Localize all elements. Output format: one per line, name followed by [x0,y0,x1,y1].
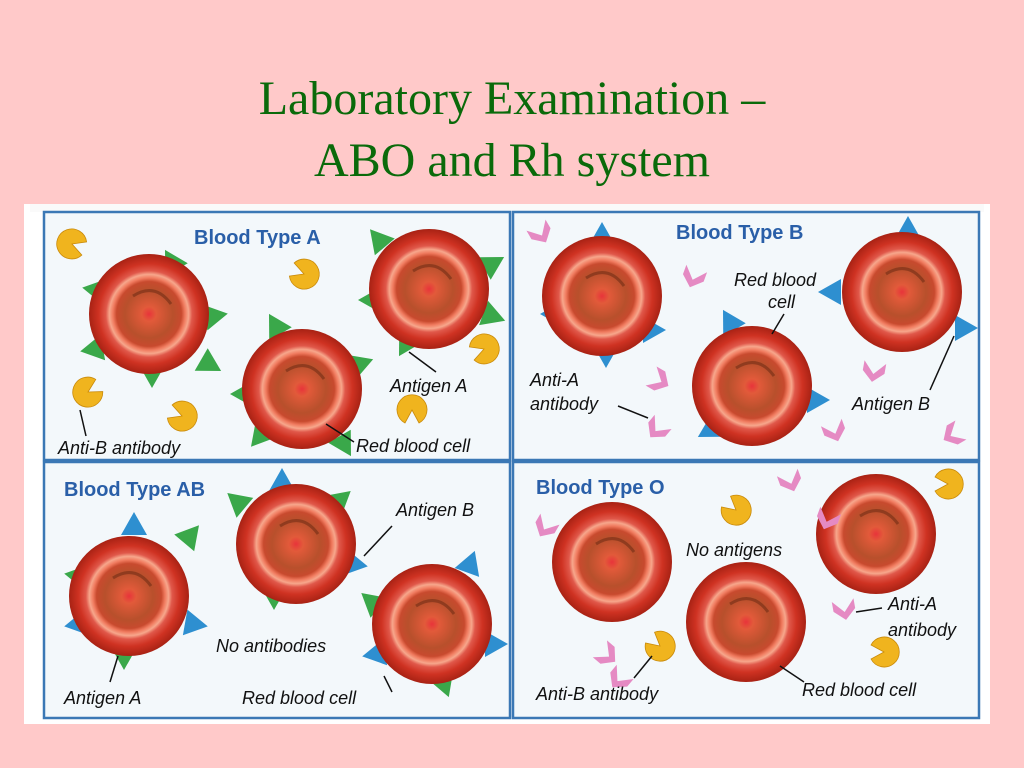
red-blood-cell [684,560,808,684]
panel-b-content: Blood Type B Red blood cell [526,216,978,450]
red-blood-cell [690,324,814,448]
label-no-antigens: No antigens [686,540,782,560]
red-blood-cell [840,230,964,354]
red-blood-cell [814,472,938,596]
panel-a-title: Blood Type A [194,227,321,249]
label-anti-a-o: Anti-A [887,594,937,614]
red-blood-cell [87,252,211,376]
panel-b-title: Blood Type B [676,222,803,244]
panel-ab-title: Blood Type AB [64,479,205,501]
red-blood-cell [550,500,674,624]
red-blood-cell [234,482,358,606]
slide-title-line-1: Laboratory Examination – [258,72,766,125]
panel-ab-content: Blood Type AB Antigen B No a [61,468,508,708]
red-blood-cell [240,327,364,451]
label-red-blood-cell-ab: Red blood cell [242,688,357,708]
blood-type-diagram-svg: Blood Type A [24,204,990,724]
label-antibody-o: antibody [888,620,957,640]
label-red-blood: Red blood [734,270,817,290]
label-cell: cell [768,292,796,312]
panel-o-content: Blood Type O No antigens Anti-A antibody… [530,468,964,704]
red-blood-cell [540,234,664,358]
red-blood-cell [67,534,191,658]
slide-title-line-2: ABO and Rh system [314,134,710,187]
label-anti-a: Anti-A [529,370,579,390]
red-blood-cell [367,227,491,351]
label-antigen-b-ab: Antigen B [395,500,474,520]
label-red-blood-cell-o: Red blood cell [802,680,917,700]
label-anti-b-antibody: Anti-B antibody [57,438,181,458]
panel-a-content: Blood Type A [52,220,511,463]
label-red-blood-cell: Red blood cell [356,436,471,456]
label-antibody: antibody [530,394,599,414]
blood-type-diagram: Blood Type A [24,204,990,724]
label-no-antibodies: No antibodies [216,636,326,656]
label-antigen-a: Antigen A [389,376,467,396]
label-antigen-b: Antigen B [851,394,930,414]
slide-title: Laboratory Examination – ABO and Rh syst… [0,68,1024,192]
red-blood-cell [370,562,494,686]
label-antigen-a-ab: Antigen A [63,688,141,708]
panel-o-title: Blood Type O [536,477,665,499]
label-anti-b-antibody-o: Anti-B antibody [535,684,659,704]
